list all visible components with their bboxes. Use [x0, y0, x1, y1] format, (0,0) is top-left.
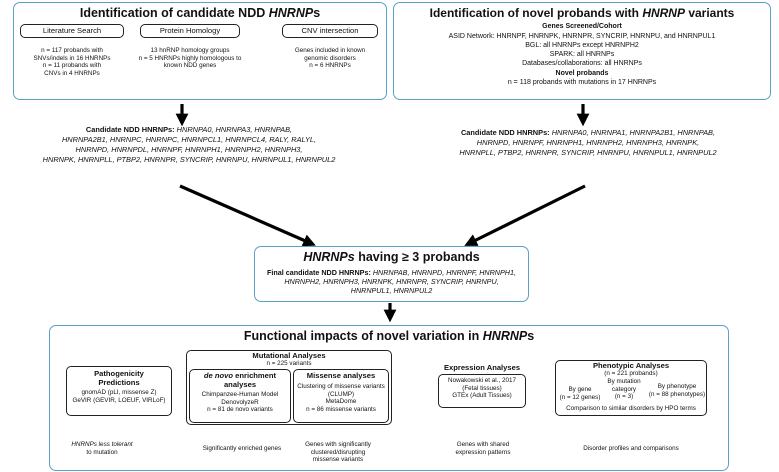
literature-details: n = 117 probands with SNVs/indels in 16 …: [33, 47, 111, 77]
literature-search-box: Literature Search: [20, 24, 124, 38]
denovo-title: de novo enrichment analyses: [203, 371, 277, 389]
expression-details: Nowakowski et al., 2017 (Fetal tissues) …: [448, 377, 516, 400]
protein-homology-label: Protein Homology: [159, 26, 221, 35]
arrow-right-diagonal: [464, 184, 586, 246]
panel-final-candidates: HNRNPs having ≥ 3 probands Final candida…: [254, 246, 529, 302]
expression-analyses-box: Expression Analyses Nowakowski et al., 2…: [438, 364, 526, 408]
mutational-analyses-box: Mutational Analyses n = 225 variants de …: [186, 350, 392, 425]
protein-homology-box: Protein Homology: [140, 24, 240, 38]
panel4-title: Functional impacts of novel variation in…: [243, 329, 535, 343]
phenotypic-by-gene: By gene (n = 12 genes): [559, 386, 601, 401]
outcome-phenotypic: Disorder profiles and comparisons: [583, 445, 679, 452]
panel2-title: Identification of novel probands with HN…: [429, 6, 735, 20]
candidates-right: Candidate NDD HNRNPs: HNRNPA0, HNRNPA1, …: [459, 128, 717, 157]
outcome-missense: Genes with significantly clustered/disru…: [305, 441, 371, 464]
denovo-box: de novo enrichment analyses Chimpanzee-H…: [189, 369, 291, 423]
missense-title: Missense analyses: [306, 371, 376, 380]
mutational-title: Mutational Analyses: [252, 351, 326, 360]
cnv-intersection-box: CNV intersection: [282, 24, 378, 38]
arrow-left-diagonal: [179, 184, 316, 247]
outcome-expression: Genes with shared expression patterns: [455, 441, 511, 456]
panel3-title: HNRNPs having ≥ 3 probands: [303, 250, 480, 264]
expression-title: Expression Analyses: [443, 363, 521, 372]
mutational-count: n = 225 variants: [266, 360, 312, 367]
phenotypic-title: Phenotypic Analyses: [592, 361, 670, 370]
cnv-intersection-label: CNV intersection: [301, 26, 359, 35]
outcome-denovo: Significantly enriched genes: [202, 445, 282, 452]
novel-probands-header: Novel probands: [555, 70, 609, 77]
candidates-left-label: Candidate NDD HNRNPs:: [85, 125, 175, 134]
panel1-title: Identification of candidate NDD HNRNPs: [79, 6, 321, 20]
outcome-pathogenicity: HNRNPs less tolerant to mutation: [71, 441, 133, 456]
denovo-details: Chimpanzee-Human Model DenovolyzeR n = 8…: [201, 391, 279, 414]
candidates-right-label: Candidate NDD HNRNPs:: [460, 128, 550, 137]
phenotypic-compare: Comparison to similar disorders by HPO t…: [566, 405, 696, 412]
missense-details: Clustering of missense variants (CLUMP) …: [297, 383, 385, 413]
final-candidates-list: Final candidate NDD HNRNPs: HNRNPAB, HNR…: [267, 268, 516, 295]
cohort-list: ASID Network: HNRNPF, HNRNPK, HNRNPR, SY…: [448, 33, 716, 67]
pathogenicity-tools: gnomAD (pLI, missense Z) GeVIR (GEVIR, L…: [72, 389, 166, 404]
novel-probands-count: n = 118 probands with mutations in 17 HN…: [507, 79, 657, 86]
panel-novel-probands: Identification of novel probands with HN…: [393, 2, 771, 100]
phenotypic-count: (n = 221 probands): [604, 370, 658, 377]
literature-search-label: Literature Search: [42, 26, 102, 35]
missense-box: Missense analyses Clustering of missense…: [293, 369, 389, 423]
phenotypic-analyses-box: Phenotypic Analyses (n = 221 probands) B…: [555, 360, 707, 416]
pathogenicity-box: Pathogenicity Predictions gnomAD (pLI, m…: [66, 366, 172, 416]
cnv-details: Genes included in known genomic disorder…: [294, 47, 366, 70]
phenotypic-by-phenotype: By phenotype (n = 88 phenotypes): [648, 383, 706, 398]
candidates-left: Candidate NDD HNRNPs: HNRNPA0, HNRNPA3, …: [42, 125, 336, 164]
homology-details: 13 hnRNP homology groups n = 5 HNRNPs hi…: [138, 47, 242, 70]
pathogenicity-title: Pathogenicity Predictions: [94, 369, 144, 387]
genes-screened-header: Genes Screened/Cohort: [542, 23, 622, 30]
phenotypic-by-category: By mutation category (n = 3): [607, 378, 641, 401]
panel-candidate-identification: Identification of candidate NDD HNRNPs L…: [13, 2, 387, 100]
